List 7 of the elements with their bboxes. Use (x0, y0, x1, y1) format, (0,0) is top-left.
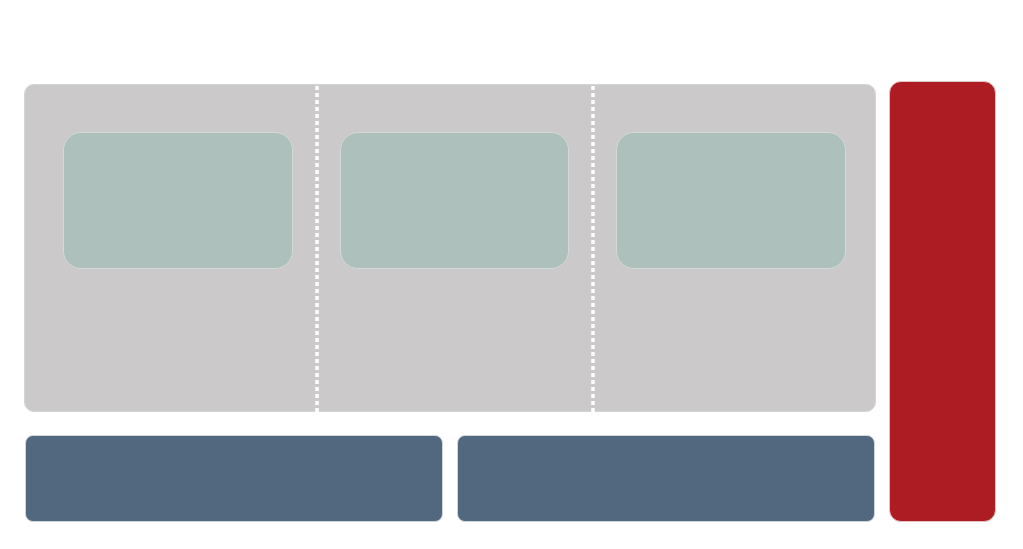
sidebar-bar (889, 81, 996, 522)
footer-bar (457, 435, 875, 522)
footer-bar (25, 435, 443, 522)
card (616, 132, 846, 269)
card (63, 132, 293, 269)
content-panel (24, 84, 876, 412)
card (340, 132, 569, 269)
